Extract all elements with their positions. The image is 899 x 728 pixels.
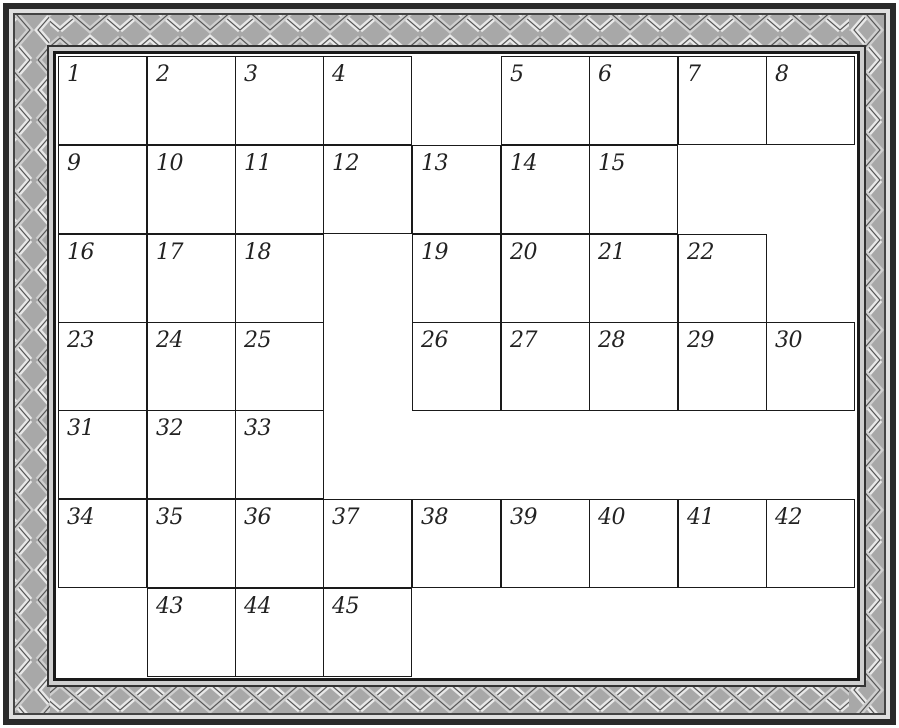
day-cell[interactable]: 30: [766, 322, 855, 411]
day-number: 1: [67, 62, 81, 87]
day-number: 27: [510, 328, 537, 353]
day-number: 22: [687, 240, 714, 265]
day-number: 21: [598, 240, 625, 265]
day-number: 12: [332, 151, 359, 176]
day-cell[interactable]: 26: [412, 322, 501, 411]
day-cell[interactable]: 7: [678, 56, 767, 145]
day-cell[interactable]: 31: [58, 410, 147, 499]
day-cell[interactable]: 37: [323, 499, 412, 588]
day-cell[interactable]: 45: [323, 588, 412, 677]
day-number: 43: [156, 594, 183, 619]
day-cell[interactable]: 13: [412, 145, 501, 234]
day-number: 2: [156, 62, 170, 87]
day-cell[interactable]: 23: [58, 322, 147, 411]
day-cell[interactable]: 1: [58, 56, 147, 145]
day-number: 36: [244, 505, 271, 530]
day-number: 23: [67, 328, 94, 353]
day-cell[interactable]: 9: [58, 145, 147, 234]
day-number: 35: [156, 505, 183, 530]
day-number: 19: [421, 240, 448, 265]
day-number: 13: [421, 151, 448, 176]
day-cell[interactable]: 35: [147, 499, 236, 588]
day-cell[interactable]: 3: [235, 56, 324, 145]
day-number: 41: [687, 505, 714, 530]
day-number: 3: [244, 62, 258, 87]
day-cell[interactable]: 12: [323, 145, 412, 234]
day-cell[interactable]: 27: [501, 322, 590, 411]
day-number: 8: [775, 62, 789, 87]
day-number: 38: [421, 505, 448, 530]
day-number: 34: [67, 505, 94, 530]
day-cell[interactable]: 16: [58, 234, 147, 323]
day-number: 14: [510, 151, 537, 176]
day-number: 39: [510, 505, 537, 530]
day-number: 45: [332, 594, 359, 619]
day-cell[interactable]: 18: [235, 234, 324, 323]
day-number: 44: [244, 594, 271, 619]
day-number: 9: [67, 151, 81, 176]
day-cell[interactable]: 14: [501, 145, 590, 234]
day-cell[interactable]: 29: [678, 322, 767, 411]
day-number: 37: [332, 505, 359, 530]
day-number: 15: [598, 151, 625, 176]
day-cell[interactable]: 8: [766, 56, 855, 145]
day-cell[interactable]: 24: [147, 322, 236, 411]
day-number: 4: [332, 62, 346, 87]
day-cell[interactable]: 22: [678, 234, 767, 323]
day-cell[interactable]: 44: [235, 588, 324, 677]
day-number: 11: [244, 151, 271, 176]
day-cell[interactable]: 15: [589, 145, 678, 234]
day-number: 5: [510, 62, 524, 87]
day-cell[interactable]: 10: [147, 145, 236, 234]
day-number: 24: [156, 328, 183, 353]
day-number: 25: [244, 328, 271, 353]
day-cell[interactable]: 42: [766, 499, 855, 588]
day-number: 30: [775, 328, 802, 353]
day-number: 32: [156, 416, 183, 441]
day-number: 42: [775, 505, 802, 530]
day-number: 17: [156, 240, 183, 265]
day-number: 40: [598, 505, 625, 530]
day-number: 6: [598, 62, 612, 87]
day-cell[interactable]: 34: [58, 499, 147, 588]
day-cell[interactable]: 28: [589, 322, 678, 411]
day-cell[interactable]: 36: [235, 499, 324, 588]
day-cell[interactable]: 25: [235, 322, 324, 411]
day-number: 31: [67, 416, 94, 441]
day-cell[interactable]: 4: [323, 56, 412, 145]
day-cell[interactable]: 32: [147, 410, 236, 499]
day-number: 20: [510, 240, 537, 265]
day-number: 29: [687, 328, 714, 353]
day-number: 16: [67, 240, 94, 265]
day-cell[interactable]: 43: [147, 588, 236, 677]
day-cell[interactable]: 33: [235, 410, 324, 499]
day-cell[interactable]: 40: [589, 499, 678, 588]
day-number: 33: [244, 416, 271, 441]
day-cell[interactable]: 21: [589, 234, 678, 323]
day-cell[interactable]: 17: [147, 234, 236, 323]
day-cell[interactable]: 19: [412, 234, 501, 323]
day-cell[interactable]: 41: [678, 499, 767, 588]
day-cell[interactable]: 20: [501, 234, 590, 323]
day-cell[interactable]: 38: [412, 499, 501, 588]
day-number: 18: [244, 240, 271, 265]
day-number: 26: [421, 328, 448, 353]
day-cell[interactable]: 6: [589, 56, 678, 145]
day-cell[interactable]: 2: [147, 56, 236, 145]
day-cell[interactable]: 5: [501, 56, 590, 145]
day-cell[interactable]: 39: [501, 499, 590, 588]
day-number: 28: [598, 328, 625, 353]
day-number: 10: [156, 151, 183, 176]
day-number: 7: [687, 62, 701, 87]
day-cell[interactable]: 11: [235, 145, 324, 234]
